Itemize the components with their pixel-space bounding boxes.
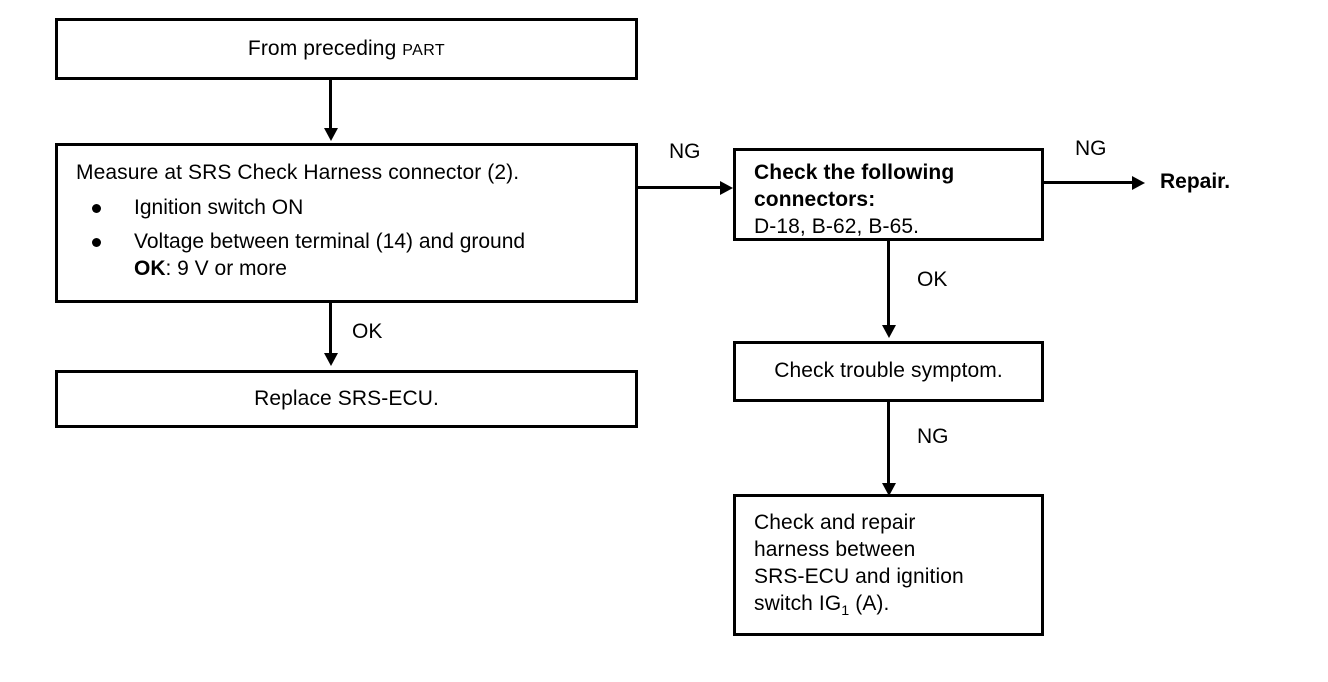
connector-symptom-to-harness [887, 402, 890, 487]
check-harness-line4-pre: switch IG [754, 591, 842, 615]
edge-label-measure-to-connectors: NG [669, 140, 701, 163]
arrowhead-measure-to-replace [324, 353, 338, 366]
bullet-dot-icon [92, 238, 101, 248]
edge-label-symptom-to-harness: NG [917, 425, 949, 448]
from-preceding-part-label: PART [402, 41, 446, 59]
node-check-connectors: Check the following connectors: D-18, B-… [733, 148, 1044, 241]
check-harness-line2: harness between [754, 537, 916, 561]
measure-bullet-list: Ignition switch ON Voltage between termi… [76, 187, 625, 283]
node-check-symptom: Check trouble symptom. [733, 341, 1044, 402]
list-item: Voltage between terminal (14) and ground… [76, 228, 625, 283]
replace-ecu-label: Replace SRS-ECU. [254, 386, 439, 410]
node-replace-ecu: Replace SRS-ECU. [55, 370, 638, 428]
measure-bullet-1-text: Ignition switch ON [134, 195, 304, 219]
arrowhead-preceding-to-measure [324, 128, 338, 141]
edge-label-measure-to-replace: OK [352, 320, 383, 343]
arrowhead-connectors-to-repair [1132, 176, 1145, 190]
list-item: Ignition switch ON [76, 194, 625, 221]
measure-ok-value: : 9 V or more [165, 257, 287, 281]
arrowhead-connectors-to-symptom [882, 325, 896, 338]
node-repair: Repair. [1160, 170, 1231, 193]
check-harness-line4-post: (A). [849, 591, 890, 615]
node-check-harness: Check and repair harness between SRS-ECU… [733, 494, 1044, 636]
connector-measure-to-replace [329, 303, 332, 357]
edge-label-connectors-to-repair: NG [1075, 137, 1107, 160]
check-harness-line1: Check and repair [754, 511, 916, 534]
edge-label-connectors-to-symptom: OK [917, 268, 948, 291]
arrowhead-symptom-to-harness [882, 483, 896, 496]
check-symptom-label: Check trouble symptom. [774, 359, 1003, 383]
arrowhead-measure-to-connectors [720, 181, 733, 195]
bullet-dot-icon [92, 203, 101, 213]
from-preceding-label: From preceding [247, 36, 403, 60]
node-from-preceding-text: From preceding PART [248, 36, 445, 63]
check-connectors-heading-line2: connectors: [754, 187, 876, 211]
check-connectors-heading-line1: Check the following [754, 161, 955, 184]
measure-ok-label: OK [134, 257, 166, 281]
check-connectors-list: D-18, B-62, B-65. [754, 214, 920, 238]
connector-measure-to-connectors [638, 186, 722, 189]
measure-bullet-2-text: Voltage between terminal (14) and ground [134, 230, 526, 254]
check-harness-line3: SRS-ECU and ignition [754, 564, 964, 588]
connector-connectors-to-repair [1044, 181, 1134, 184]
node-measure: Measure at SRS Check Harness connector (… [55, 143, 638, 303]
measure-bullet-2-criterion: OK: 9 V or more [134, 255, 625, 282]
connector-connectors-to-symptom [887, 241, 890, 329]
measure-heading: Measure at SRS Check Harness connector (… [76, 161, 520, 184]
connector-preceding-to-measure [329, 80, 332, 132]
check-harness-line4-subscript: 1 [841, 602, 850, 619]
node-from-preceding: From preceding PART [55, 18, 638, 80]
check-harness-line4: switch IG1 (A). [754, 591, 1041, 620]
